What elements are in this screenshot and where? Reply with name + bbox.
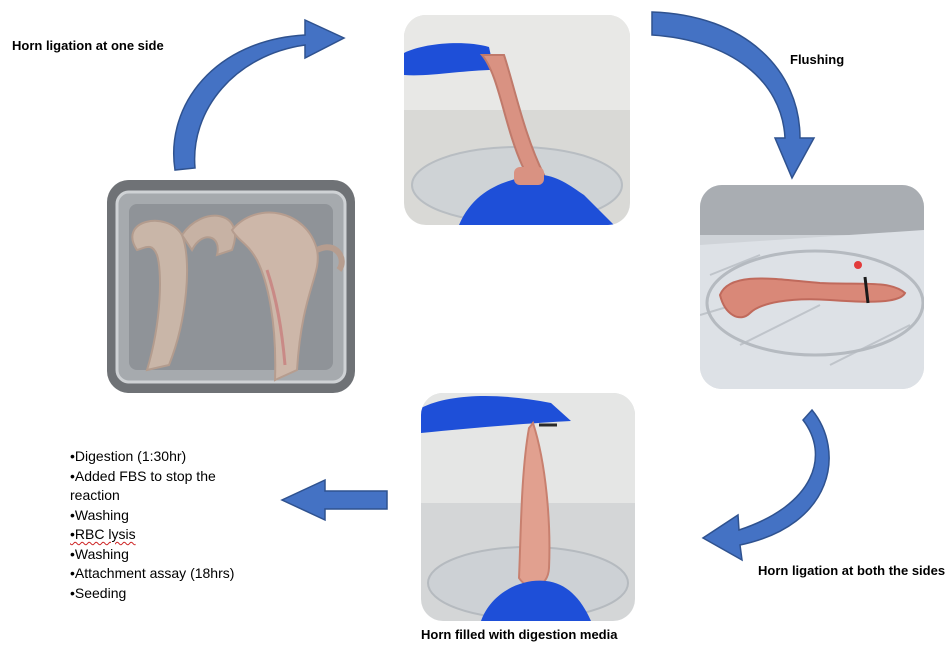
step-added-fbs: •Added FBS to stop the reaction bbox=[70, 467, 240, 506]
step-washing-1: •Washing bbox=[70, 506, 240, 526]
protocol-steps-list: •Digestion (1:30hr) •Added FBS to stop t… bbox=[70, 447, 240, 603]
step-rbc-lysis: •RBC lysis bbox=[70, 525, 240, 545]
step-seeding: •Seeding bbox=[70, 584, 240, 604]
step-attachment-assay: •Attachment assay (18hrs) bbox=[70, 564, 240, 584]
curved-arrow-to-ligation bbox=[652, 12, 814, 178]
left-arrow-to-steps bbox=[282, 480, 387, 520]
step-washing-2: •Washing bbox=[70, 545, 240, 565]
curved-arrow-to-digestion bbox=[703, 410, 829, 560]
step-digestion: •Digestion (1:30hr) bbox=[70, 447, 240, 467]
curved-arrow-to-flushing bbox=[174, 20, 344, 170]
